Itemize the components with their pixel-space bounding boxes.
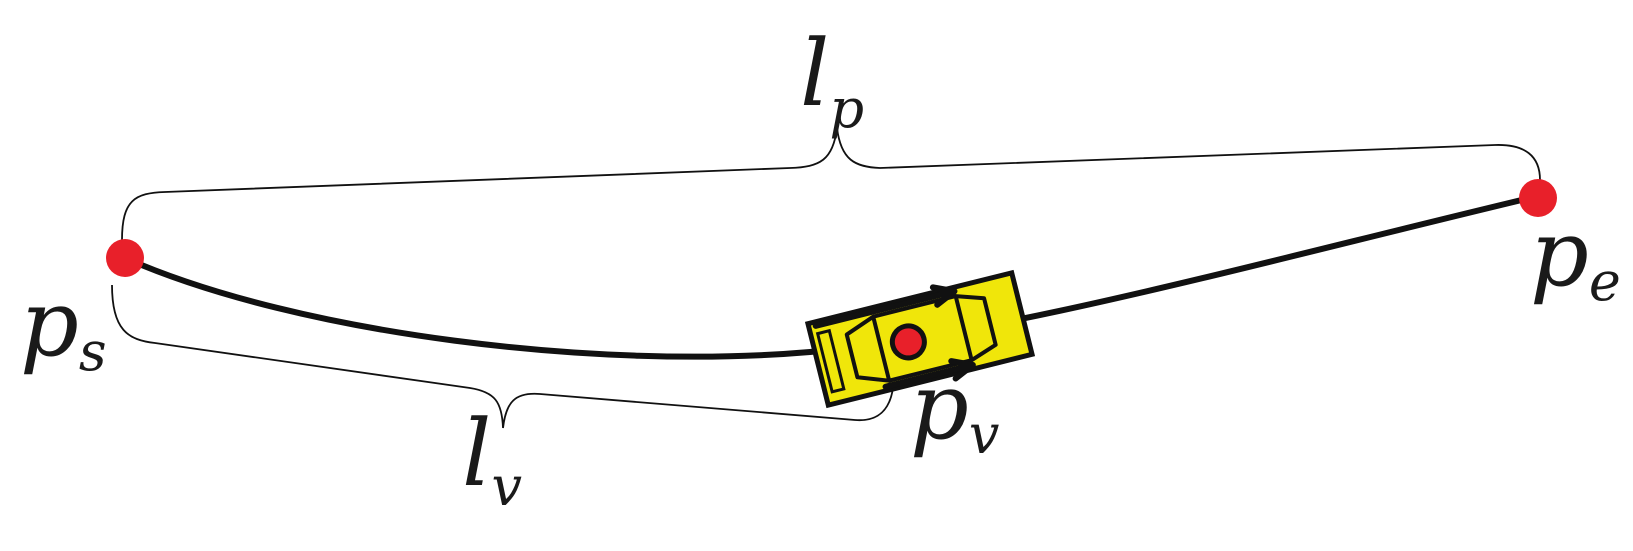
end-point-label: pe: [1530, 200, 1621, 313]
path-length-label: lp: [800, 20, 864, 140]
vehicle-point-label-sub: v: [969, 403, 1000, 466]
path-length-brace: [121, 127, 1541, 241]
vehicle-length-label-sub: v: [491, 455, 522, 518]
end-point-dot: [1519, 179, 1557, 217]
start-point-label-main: p: [20, 270, 79, 377]
vehicle-length-label-main: l: [462, 400, 491, 507]
end-point-label-main: p: [1530, 200, 1589, 307]
vehicle-right-arrow: [882, 358, 976, 390]
path-length-label-sub: p: [829, 77, 864, 140]
vehicle-rear-mark: [815, 328, 846, 394]
vehicle-length-label: lv: [462, 400, 522, 518]
vehicle-point-label-main: p: [910, 353, 969, 460]
vehicle-length-brace: [111, 284, 894, 429]
vehicle-point-label: pv: [910, 353, 999, 466]
vehicle-point-dot: [889, 323, 927, 361]
vehicle: [804, 269, 1036, 409]
start-point-label: ps: [20, 270, 107, 383]
start-point-dot: [106, 239, 144, 277]
path-curve: [122, 195, 1533, 360]
path-length-label-main: l: [800, 20, 829, 127]
end-point-label-sub: e: [1589, 250, 1621, 313]
start-point-label-sub: s: [79, 320, 107, 383]
vehicle-left-arrow: [812, 284, 958, 329]
